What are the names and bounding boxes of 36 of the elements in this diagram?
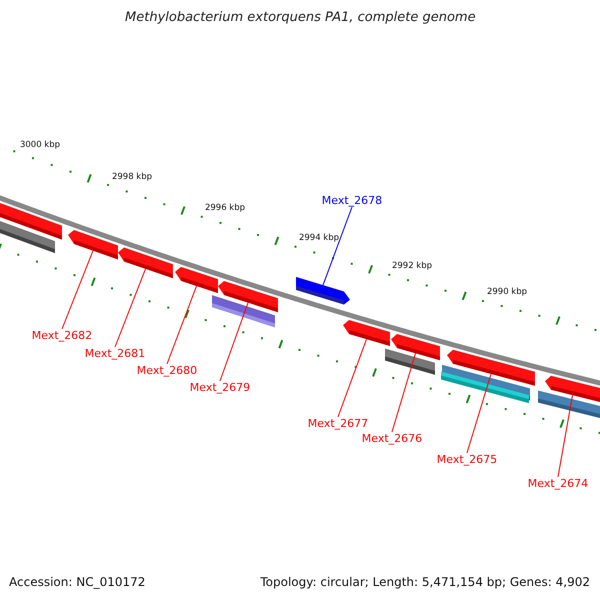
scale-label: 2992 kbp (392, 261, 432, 271)
gene-label: Mext_2680 (136, 364, 198, 377)
gene-bar (175, 266, 218, 294)
footer-text: Topology: circular; Length: 5,471,154 bp; Genes: 4,902 (260, 575, 590, 589)
scale-label: 3000 kbp (20, 140, 60, 150)
gene-bar (343, 320, 390, 346)
gene-bar (545, 376, 600, 404)
leader-line (166, 286, 197, 364)
gene-label: Mext_2679 (190, 381, 250, 394)
gene-bar (296, 276, 350, 304)
scale-label: 2994 kbp (298, 233, 340, 243)
gene-bar (68, 230, 118, 260)
gene-label: Mext_2678 (322, 194, 382, 207)
gene-bar (118, 248, 173, 278)
gene-label: Mext_2677 (308, 417, 368, 430)
gene-bar (447, 350, 535, 386)
scale-label: 2998 kbp (112, 172, 152, 182)
gene-label: Mext_2674 (528, 477, 588, 490)
gene-label: Mext_2681 (84, 347, 146, 360)
leader-line (558, 394, 573, 478)
leader-line (322, 206, 352, 286)
scale-label: 2990 kbp (486, 287, 528, 297)
gene-label: Mext_2682 (32, 329, 92, 342)
title: Methylobacterium extorquens PA1, complete genome (125, 10, 476, 25)
scale-label: 2996 kbp (204, 203, 246, 213)
gene-label: Mext_2676 (362, 432, 422, 445)
leader-line (392, 352, 416, 432)
leader-line (466, 374, 492, 454)
leader-line (220, 302, 248, 382)
gene-label: Mext_2675 (436, 453, 498, 466)
leader-line (114, 268, 146, 348)
leader-line (338, 338, 367, 418)
gene-bar (218, 281, 278, 312)
gene-bar (391, 334, 440, 360)
leader-line (62, 250, 94, 330)
footer-text: Accession: NC_010172 (9, 575, 146, 589)
